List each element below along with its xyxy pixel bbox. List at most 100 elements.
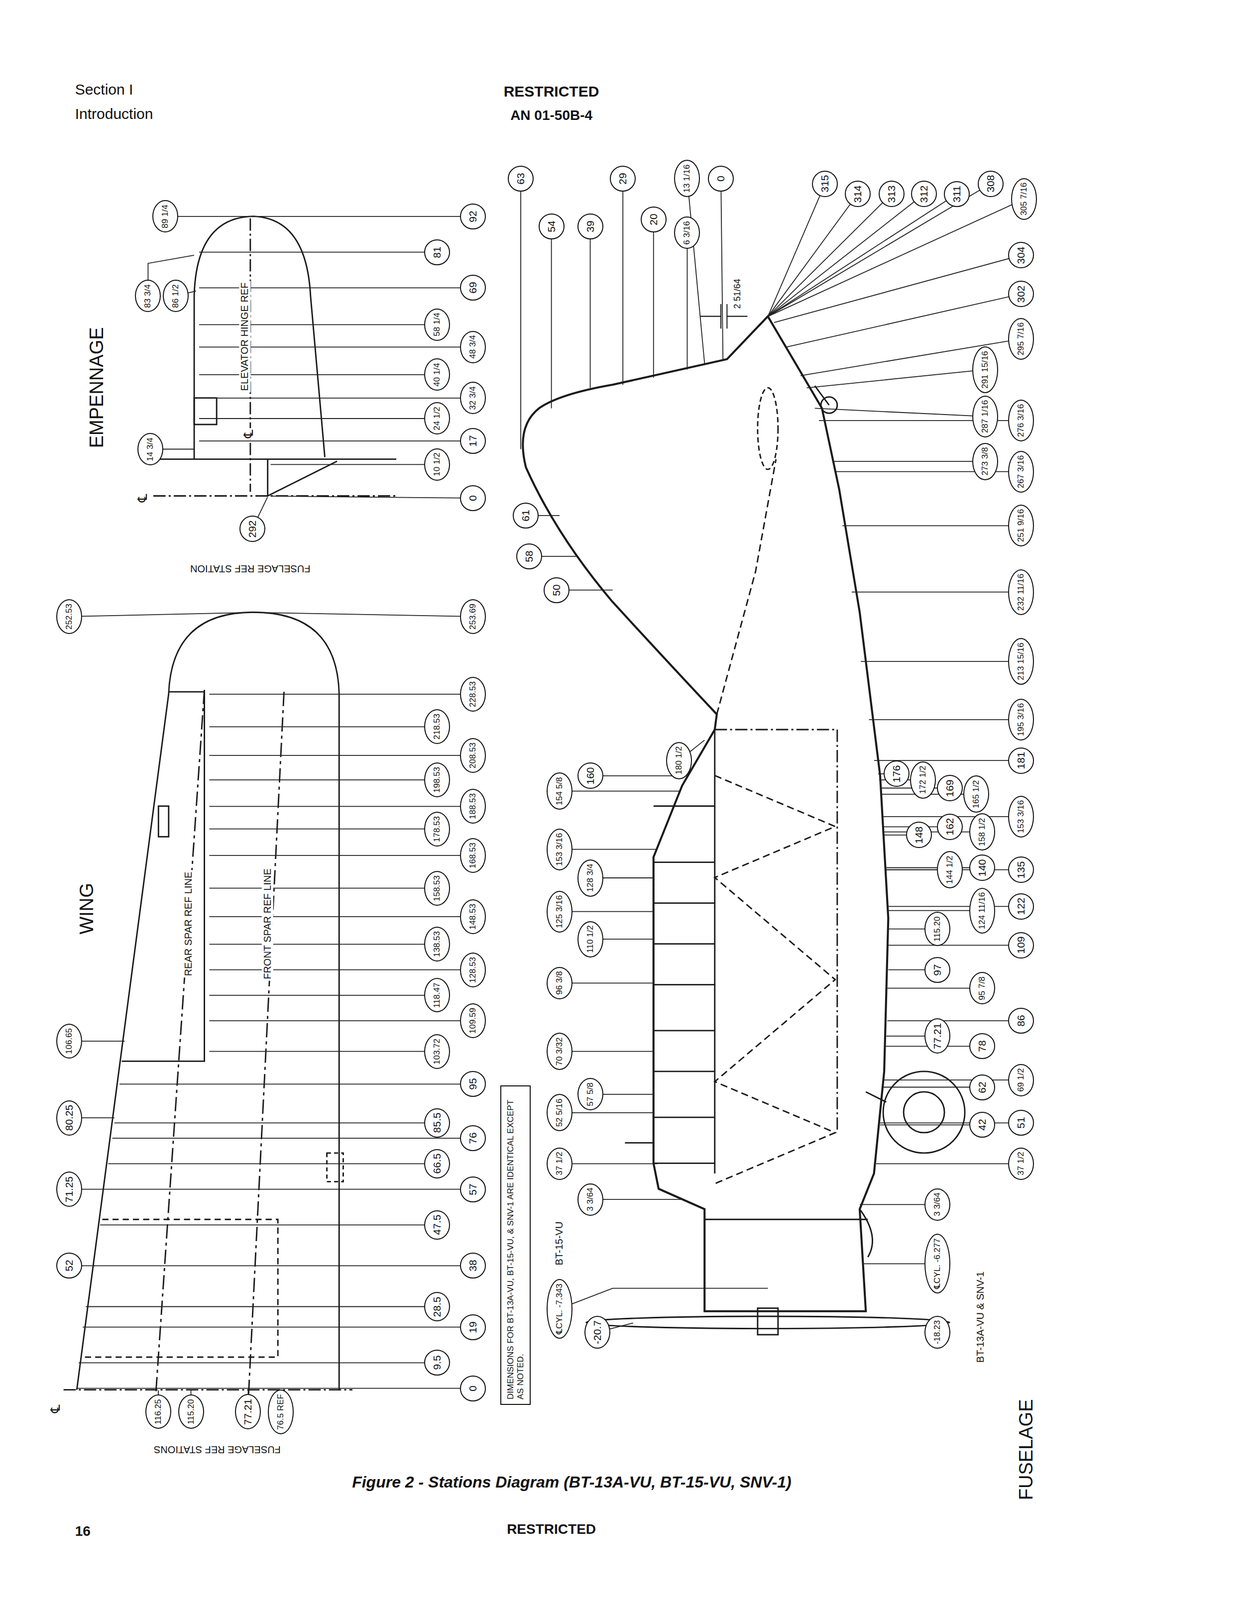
- station-number: 148.53: [467, 904, 478, 930]
- truss-members: [714, 775, 836, 1184]
- station-number: 291 15/16: [980, 350, 991, 389]
- station-circle: 13 1/16: [674, 159, 700, 198]
- station-circle: 315: [811, 170, 838, 198]
- leader-line: [774, 255, 1022, 323]
- station-circle: 115.20: [178, 1394, 205, 1430]
- station-circle: 109: [1008, 932, 1034, 959]
- station-number: 0: [466, 1385, 479, 1392]
- station-number: 13 1/16: [682, 164, 693, 194]
- leader-line: [851, 591, 1022, 593]
- station-circle: 122: [1008, 893, 1034, 920]
- leader-line: [860, 661, 1022, 663]
- station-number: 305 7/16: [1019, 182, 1030, 216]
- leader-line: [559, 1163, 658, 1165]
- root-line: [153, 458, 397, 460]
- station-circle: 218.53: [424, 709, 451, 745]
- station-circle: 140: [969, 854, 996, 882]
- station-circle: 138.53: [424, 926, 451, 962]
- leader-line: [767, 199, 1025, 317]
- label-text: RESTRICTED: [505, 1521, 598, 1538]
- leader-line: [887, 1020, 1022, 1022]
- station-number: 208.53: [467, 742, 478, 769]
- station-number: 92: [466, 210, 479, 223]
- station-circle: 106.65: [56, 1024, 83, 1059]
- station-number: 153 3/16: [1016, 800, 1027, 834]
- station-circle: 29: [609, 165, 636, 192]
- leader-line: [559, 849, 656, 851]
- station-number: 124 11/16: [977, 892, 988, 929]
- station-circle: 57: [459, 1176, 486, 1203]
- leader-line: [209, 888, 437, 890]
- station-number: 77.21: [931, 1023, 944, 1050]
- station-number: 232 11/16: [1016, 573, 1027, 611]
- main-wheel: [883, 1071, 965, 1154]
- station-circle: 308: [977, 170, 1004, 198]
- leader-line: [786, 294, 1022, 348]
- station-circle: 295 7/16: [1008, 318, 1034, 360]
- station-circle: 76.5 REF: [267, 1389, 294, 1435]
- station-number: 54: [545, 221, 558, 233]
- aileron-outline: [121, 691, 205, 1062]
- station-number: 125 3/16: [554, 895, 565, 929]
- station-number: 63: [514, 172, 527, 185]
- station-number: 95 7/8: [977, 976, 988, 1001]
- station-number: 103.72: [432, 1038, 443, 1065]
- leader-line: [94, 1265, 473, 1267]
- station-number: 19: [466, 1321, 479, 1334]
- station-circle: 116.25: [145, 1394, 172, 1430]
- leader-line: [551, 226, 553, 409]
- leader-line: [209, 1020, 473, 1022]
- label-text: FUSELAGE: [1015, 1397, 1037, 1502]
- station-circle: 37 1/2: [546, 1147, 573, 1181]
- note-text: DIMENSIONS FOR BT-13A-VU, BT-15-VU, & SN…: [505, 1091, 526, 1400]
- station-circle: 103.72: [424, 1034, 451, 1070]
- station-number: 76: [466, 1132, 479, 1144]
- station-circle: 37 1/2: [1008, 1147, 1034, 1181]
- station-number: 292: [246, 520, 259, 538]
- leader-line: [888, 944, 1022, 946]
- station-circle: 62: [969, 1074, 996, 1101]
- leader-line: [199, 374, 438, 376]
- station-circle: 273 3/8: [972, 443, 999, 481]
- station-circle: 3 3/64: [577, 1183, 604, 1217]
- leader-line: [887, 906, 1022, 908]
- station-circle: 86 1/2: [162, 279, 189, 313]
- station-number: 138.53: [432, 931, 443, 958]
- station-circle: 160: [577, 762, 604, 790]
- station-circle: 228.53: [459, 677, 486, 712]
- station-number: ℄CYL. -6.277: [932, 1239, 943, 1290]
- station-number: 302: [1015, 285, 1028, 303]
- leader-line: [119, 1083, 473, 1085]
- station-circle: 70 3/32: [546, 1032, 573, 1071]
- label-text: RESTRICTED: [502, 83, 601, 101]
- label-text: Section I: [73, 81, 135, 99]
- station-number: 81: [431, 246, 444, 258]
- station-number: 312: [917, 185, 930, 203]
- station-circle: 0: [459, 485, 486, 512]
- leader-line: [559, 1112, 654, 1114]
- station-circle: 81: [424, 239, 451, 266]
- leader-line: [78, 1362, 438, 1364]
- station-circle: 291 15/16: [972, 346, 999, 394]
- station-circle: 176: [883, 760, 910, 788]
- leader-line: [85, 1306, 438, 1308]
- station-number: 188.53: [467, 793, 478, 820]
- station-number: 57 5/8: [585, 1082, 596, 1107]
- station-number: 58 1/4: [432, 313, 443, 337]
- leader-line: [209, 943, 437, 945]
- station-circle: 63: [507, 165, 534, 192]
- station-circle: 83 3/4: [134, 279, 161, 313]
- leader-line: [686, 232, 688, 370]
- station-circle: 52: [56, 1253, 83, 1279]
- station-number: 10 1/2: [432, 453, 443, 477]
- station-circle: 92: [459, 203, 486, 230]
- station-circle: 252.53: [56, 599, 83, 635]
- station-number: 172 1/2: [917, 766, 928, 795]
- leader-line: [270, 496, 473, 499]
- label-text: BT-15-VU: [553, 1220, 566, 1267]
- structure-frame: [714, 729, 838, 1134]
- wheel-hub: [903, 1092, 945, 1134]
- station-circle: 162: [936, 813, 963, 841]
- station-number: 85.5: [431, 1113, 444, 1134]
